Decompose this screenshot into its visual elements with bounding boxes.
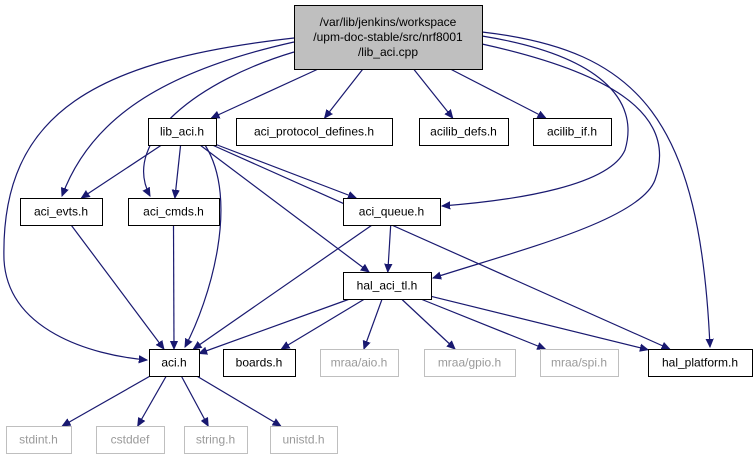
edge-lib-aci-cpp-to-aci-evts-h bbox=[62, 41, 295, 196]
edge-hal-aci-tl-h-to-mraa-spi-h bbox=[420, 298, 546, 349]
edge-lib-aci-h-to-aci-evts-h bbox=[81, 144, 162, 198]
edge-lib-aci-cpp-to-lib-aci-h bbox=[211, 68, 319, 119]
node-box bbox=[320, 349, 399, 377]
node-label: unistd.h bbox=[282, 433, 324, 447]
node-label: hal_aci_tl.h bbox=[357, 279, 418, 293]
edge-lib-aci-cpp-to-aci-protocol-defines-h bbox=[325, 68, 364, 118]
node-box bbox=[343, 198, 441, 226]
edge-aci-queue-h-to-aci-h bbox=[193, 224, 373, 349]
node-box bbox=[223, 349, 296, 377]
node-boards-h[interactable]: boards.h bbox=[223, 349, 296, 377]
node-aci-cmds-h[interactable]: aci_cmds.h bbox=[128, 198, 220, 226]
edge-hal-aci-tl-h-to-boards-h bbox=[281, 298, 365, 349]
edge-aci-evts-h-to-aci-h bbox=[70, 224, 164, 349]
node-box bbox=[419, 118, 509, 146]
node-mraa-gpio-h: mraa/gpio.h bbox=[424, 349, 516, 377]
node-mraa-aio-h: mraa/aio.h bbox=[320, 349, 399, 377]
node-label: acilib_defs.h bbox=[430, 125, 497, 139]
node-box bbox=[294, 5, 483, 70]
node-aci-evts-h[interactable]: aci_evts.h bbox=[20, 198, 103, 226]
node-box bbox=[533, 118, 612, 146]
edge-lib-aci-cpp-to-hal-aci-tl-h bbox=[433, 43, 661, 278]
node-string-h: string.h bbox=[184, 426, 248, 454]
node-label: cstddef bbox=[111, 433, 150, 447]
node-aci-h[interactable]: aci.h bbox=[149, 349, 200, 377]
edge-aci-cmds-h-to-aci-h bbox=[174, 224, 175, 349]
edge-lib-aci-h-to-aci-queue-h bbox=[215, 143, 356, 199]
node-hal-aci-tl-h[interactable]: hal_aci_tl.h bbox=[343, 272, 432, 300]
node-label: mraa/spi.h bbox=[551, 356, 607, 370]
edge-aci-queue-h-to-hal-aci-tl-h bbox=[388, 224, 391, 272]
edge-aci-h-to-string-h bbox=[180, 375, 209, 426]
node-label: stdint.h bbox=[19, 433, 58, 447]
node-stdint-h: stdint.h bbox=[6, 426, 72, 454]
node-label: boards.h bbox=[236, 356, 283, 370]
node-lib-aci-h[interactable]: lib_aci.h bbox=[148, 118, 217, 146]
node-mraa-spi-h: mraa/spi.h bbox=[540, 349, 619, 377]
node-hal-platform-h[interactable]: hal_platform.h bbox=[648, 349, 753, 377]
edge-hal-aci-tl-h-to-hal-platform-h bbox=[430, 295, 648, 349]
edge-hal-aci-tl-h-to-aci-h bbox=[199, 298, 350, 354]
nodes-layer: /var/lib/jenkins/workspace/upm-doc-stabl… bbox=[6, 5, 753, 454]
node-box bbox=[149, 349, 200, 377]
node-aci-protocol-defines-h[interactable]: aci_protocol_defines.h bbox=[236, 118, 393, 146]
edge-aci-h-to-cstddef bbox=[138, 375, 167, 426]
edge-lib-aci-cpp-to-acilib-if-h bbox=[450, 68, 545, 119]
edge-lib-aci-h-to-aci-cmds-h bbox=[175, 144, 182, 198]
node-label: acilib_if.h bbox=[547, 125, 597, 139]
edge-aci-h-to-unistd-h bbox=[196, 375, 281, 426]
node-box bbox=[236, 118, 393, 146]
node-box bbox=[270, 426, 338, 454]
node-lib-aci-cpp[interactable]: /var/lib/jenkins/workspace/upm-doc-stabl… bbox=[294, 5, 483, 70]
edge-lib-aci-h-to-hal-platform-h bbox=[212, 144, 669, 350]
node-label: /var/lib/jenkins/workspace bbox=[320, 15, 457, 29]
edge-lib-aci-cpp-to-acilib-defs-h bbox=[413, 68, 453, 118]
node-label: aci.h bbox=[161, 356, 186, 370]
edge-lib-aci-cpp-to-aci-queue-h bbox=[442, 35, 629, 206]
node-box bbox=[6, 426, 72, 454]
node-box bbox=[20, 198, 103, 226]
node-box bbox=[648, 349, 753, 377]
node-label: string.h bbox=[196, 433, 235, 447]
edge-lib-aci-cpp-to-aci-h bbox=[3, 37, 295, 360]
node-label: aci_evts.h bbox=[34, 205, 88, 219]
edge-lib-aci-h-to-hal-aci-tl-h bbox=[199, 144, 369, 272]
node-unistd-h: unistd.h bbox=[270, 426, 338, 454]
node-box bbox=[343, 272, 432, 300]
node-label: aci_cmds.h bbox=[143, 205, 204, 219]
node-box bbox=[424, 349, 516, 377]
node-box bbox=[128, 198, 220, 226]
node-label: /upm-doc-stable/src/nrf8001 bbox=[313, 30, 463, 44]
node-cstddef: cstddef bbox=[96, 426, 165, 454]
edge-hal-aci-tl-h-to-mraa-aio-h bbox=[364, 298, 383, 349]
node-label: hal_platform.h bbox=[662, 356, 738, 370]
node-label: mraa/gpio.h bbox=[438, 356, 501, 370]
node-label: /lib_aci.cpp bbox=[358, 45, 418, 59]
node-box bbox=[184, 426, 248, 454]
edges-layer bbox=[3, 31, 710, 426]
node-box bbox=[148, 118, 217, 146]
node-label: mraa/aio.h bbox=[331, 356, 388, 370]
node-acilib-defs-h[interactable]: acilib_defs.h bbox=[419, 118, 509, 146]
node-label: lib_aci.h bbox=[160, 125, 204, 139]
node-aci-queue-h[interactable]: aci_queue.h bbox=[343, 198, 441, 226]
node-label: aci_queue.h bbox=[359, 205, 424, 219]
edge-hal-aci-tl-h-to-mraa-gpio-h bbox=[401, 298, 456, 349]
edge-lib-aci-h-to-aci-h bbox=[184, 144, 222, 347]
node-acilib-if-h[interactable]: acilib_if.h bbox=[533, 118, 612, 146]
node-box bbox=[96, 426, 165, 454]
edge-aci-h-to-stdint-h bbox=[62, 375, 151, 426]
edge-lib-aci-cpp-to-aci-cmds-h bbox=[144, 51, 295, 196]
edge-lib-aci-cpp-to-hal-platform-h bbox=[481, 31, 710, 347]
node-label: aci_protocol_defines.h bbox=[254, 125, 374, 139]
node-box bbox=[540, 349, 619, 377]
